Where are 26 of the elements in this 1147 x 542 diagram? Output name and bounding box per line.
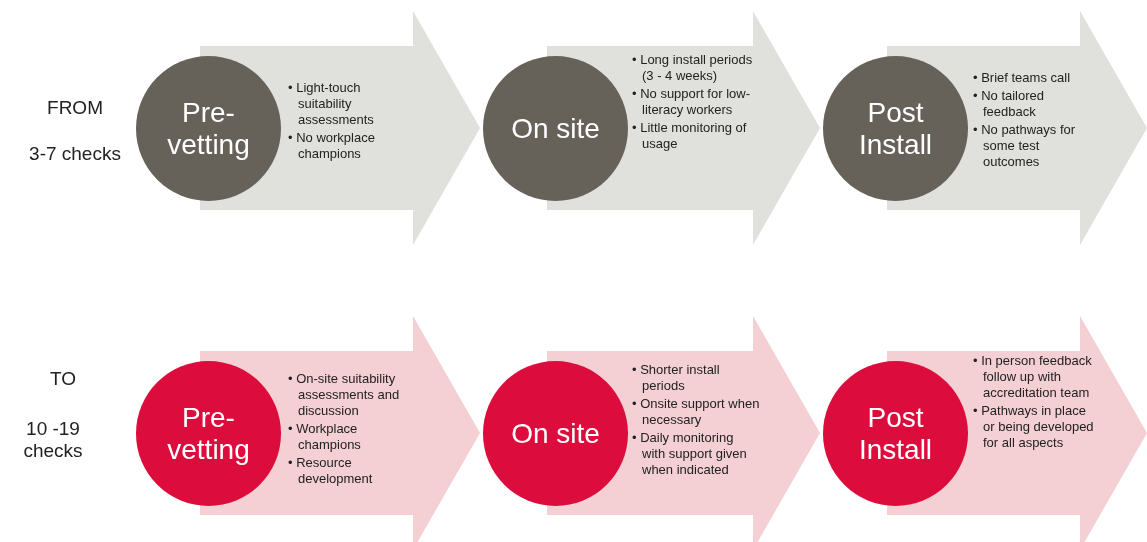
bullet-text: • No pathways for some test outcomes xyxy=(973,122,1077,170)
stage-title: Post Install xyxy=(857,401,934,466)
stage-title: On site xyxy=(511,112,600,145)
row-label: TO xyxy=(48,368,77,390)
bullet-text: • Brief teams call xyxy=(973,70,1072,86)
checks-count: 10 -19 checks xyxy=(22,418,84,462)
bullet-text: • Little monitoring of usage xyxy=(632,120,748,152)
bullet-text: • On-site suitability assessments and discussion xyxy=(288,371,401,419)
bullet-text: • Shorter install periods xyxy=(632,362,721,394)
bullet-text: • In person feedback follow up with accreditation team xyxy=(973,353,1093,401)
bullet-text: • Light-touch suitability assessments xyxy=(288,80,375,128)
stage-title: Pre- vetting xyxy=(166,401,251,466)
bullet-text: • No workplace champions xyxy=(288,130,376,162)
bullet-text: • Long install periods (3 - 4 weeks) xyxy=(632,52,754,84)
bullet-text: • Onsite support when necessary xyxy=(632,396,760,428)
stage-title: On site xyxy=(511,417,600,450)
bullet-text: • No tailored feedback xyxy=(973,88,1046,120)
bullet-text: • Workplace champions xyxy=(288,421,362,453)
stage-title: Post Install xyxy=(857,96,934,161)
bullet-text: • Daily monitoring with support given when indicated xyxy=(632,430,748,478)
bullet-text: • No support for low-literacy workers xyxy=(632,86,751,118)
checks-count: 3-7 checks xyxy=(28,143,122,165)
row-label: FROM xyxy=(46,97,104,119)
stage-title: Pre- vetting xyxy=(166,96,251,161)
bullet-text: • Resource development xyxy=(288,455,374,487)
bullet-text: • Pathways in place or being developed for all aspects xyxy=(973,403,1095,451)
